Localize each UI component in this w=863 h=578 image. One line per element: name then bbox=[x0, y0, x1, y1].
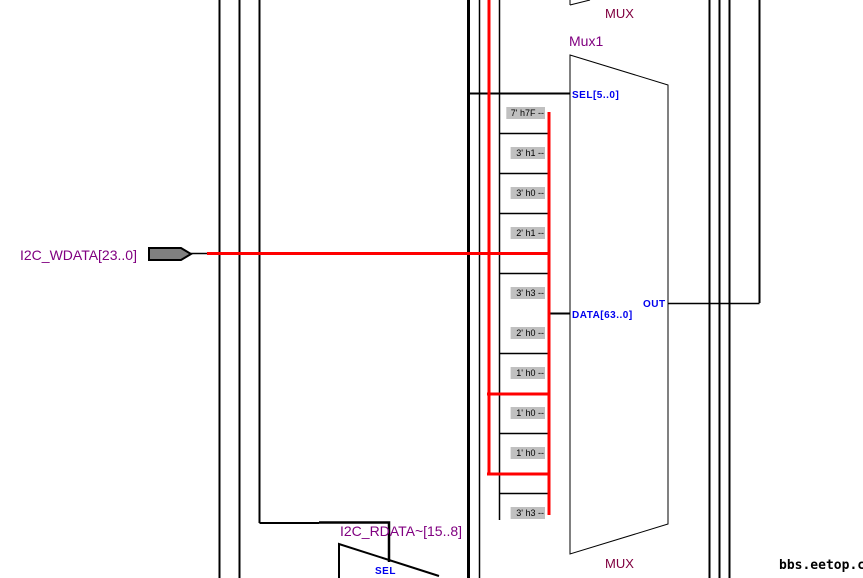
constant-bg bbox=[510, 507, 545, 519]
constant-value: 2' h0 -- bbox=[516, 328, 544, 338]
constant-value: 3' h3 -- bbox=[516, 508, 544, 518]
constant-value: 1' h0 -- bbox=[516, 368, 544, 378]
top-mux: MUX bbox=[569, 0, 634, 21]
constant-6: 1' h0 -- bbox=[510, 367, 545, 379]
mux1-block[interactable]: Mux1 SEL[5..0] DATA[63..0] OUT MUX bbox=[569, 33, 669, 571]
bottom-mux-sel-port: SEL bbox=[375, 566, 396, 577]
constant-value: 1' h0 -- bbox=[516, 408, 544, 418]
mux1-type-label: MUX bbox=[605, 556, 634, 571]
constant-bg bbox=[510, 147, 545, 159]
constant-1: 3' h1 -- bbox=[510, 147, 545, 159]
constant-bg bbox=[510, 187, 545, 199]
bottom-mux[interactable]: I2C_RDATA~[15..8] SEL bbox=[338, 523, 462, 578]
mux1-data-port: DATA[63..0] bbox=[572, 310, 633, 321]
constant-4: 3' h3 -- bbox=[510, 287, 545, 299]
constant-bg bbox=[510, 287, 545, 299]
constant-bg bbox=[506, 107, 545, 119]
constant-bg bbox=[510, 327, 545, 339]
constant-bg bbox=[510, 407, 545, 419]
constant-value: 2' h1 -- bbox=[516, 228, 544, 238]
constant-value: 7' h7F -- bbox=[511, 108, 544, 118]
constant-8: 1' h0 -- bbox=[510, 447, 545, 459]
input-pin-i2c-wdata[interactable]: I2C_WDATA[23..0] bbox=[20, 247, 193, 263]
input-pin-icon bbox=[148, 247, 193, 261]
constant-5: 2' h0 -- bbox=[510, 327, 545, 339]
constant-value: 1' h0 -- bbox=[516, 448, 544, 458]
constant-3: 2' h1 -- bbox=[510, 227, 545, 239]
constant-value: 3' h1 -- bbox=[516, 148, 544, 158]
mux1-sel-port: SEL[5..0] bbox=[572, 90, 619, 101]
top-mux-type-label: MUX bbox=[605, 6, 634, 21]
watermark: bbs.eetop.cn bbox=[779, 558, 863, 573]
input-pin-label: I2C_WDATA[23..0] bbox=[20, 247, 137, 263]
constant-separators bbox=[499, 132, 549, 495]
mux1-name-label: Mux1 bbox=[569, 33, 603, 49]
constant-bg bbox=[510, 227, 545, 239]
constant-value: 3' h3 -- bbox=[516, 288, 544, 298]
constant-0: 7' h7F -- bbox=[506, 107, 545, 119]
constant-value: 3' h0 -- bbox=[516, 188, 544, 198]
constant-bg bbox=[510, 367, 545, 379]
mux1-out-port: OUT bbox=[643, 299, 666, 310]
wire bbox=[319, 521, 391, 562]
constant-9: 3' h3 -- bbox=[510, 507, 545, 519]
bottom-signal-label: I2C_RDATA~[15..8] bbox=[340, 523, 462, 539]
constant-list: 7' h7F -- 3' h1 -- 3' h0 -- 2' h1 -- 3' h3 -… bbox=[506, 107, 545, 519]
constant-bg bbox=[510, 447, 545, 459]
constant-2: 3' h0 -- bbox=[510, 187, 545, 199]
red-bus bbox=[207, 0, 551, 515]
vertical-wires bbox=[190, 0, 761, 578]
constant-7: 1' h0 -- bbox=[510, 407, 545, 419]
